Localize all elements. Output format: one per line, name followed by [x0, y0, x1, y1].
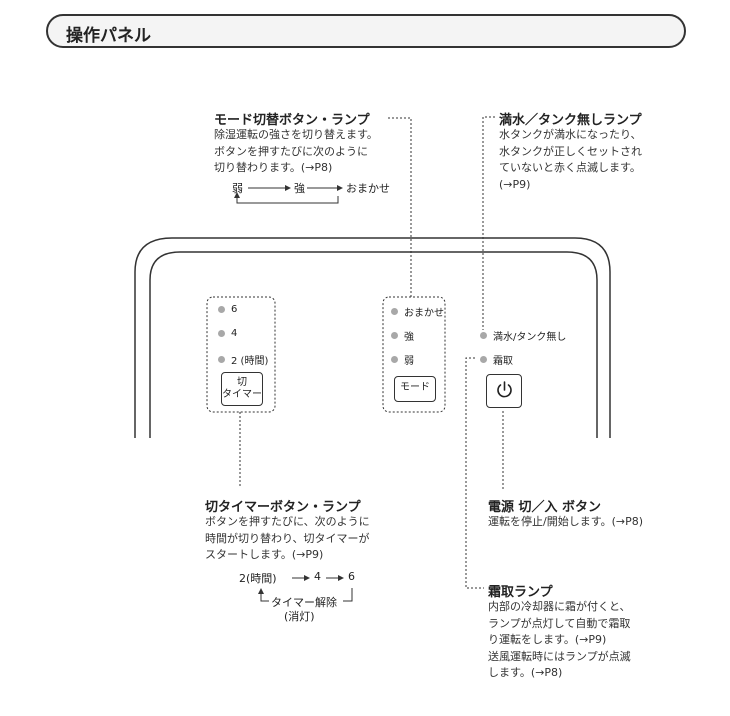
power-icon [496, 381, 512, 398]
defrost-callout-title: 霜取ランプ [488, 585, 553, 600]
power-callout-title: 電源 切／入 ボタン [488, 500, 602, 515]
timer-callout-title: 切タイマーボタン・ランプ [205, 500, 361, 515]
mode-callout-desc: 除湿運転の強さを切り替えます。 ボタンを押すたびに次のように 切り替わります。(… [214, 128, 378, 174]
power-callout-desc: 運転を停止/開始します。(→P8) [488, 515, 644, 528]
mode-seq-strong: 強 [294, 182, 305, 195]
mode-seq-weak: 弱 [232, 182, 243, 195]
tank-lamp: 満水/タンク無し [480, 328, 566, 343]
tank-callout-title: 満水／タンク無しランプ [499, 113, 642, 128]
lamp-dot [218, 330, 225, 337]
timer-release: タイマー解除 [271, 596, 337, 609]
timer-lamp-4: 4 [218, 328, 237, 339]
mode-lamp-weak: 弱 [391, 352, 414, 367]
mode-seq-auto: おまかせ [346, 182, 390, 195]
mode-button[interactable]: モード [394, 376, 436, 402]
mode-lamp-auto: おまかせ [391, 304, 444, 319]
timer-button[interactable]: 切 タイマー [221, 372, 263, 406]
power-button[interactable] [486, 374, 522, 408]
timer-lamp-6: 6 [218, 304, 237, 315]
lamp-dot [218, 306, 225, 313]
timer-seq-4: 4 [314, 570, 321, 583]
mode-lamp-strong: 強 [391, 328, 414, 343]
timer-lamp-2: 2 (時間) [218, 352, 268, 367]
defrost-callout-desc: 内部の冷却器に霜が付くと、 ランプが点灯して自動で霜取 り運転をします。(→P9… [488, 600, 631, 679]
timer-release-note: (消灯) [284, 610, 315, 623]
timer-seq-6: 6 [348, 570, 355, 583]
lamp-dot [391, 332, 398, 339]
section-header: 操作パネル [46, 14, 686, 48]
timer-callout-desc: ボタンを押すたびに、次のように 時間が切り替わり、切タイマーが スタートします。… [205, 515, 370, 561]
mode-callout-title: モード切替ボタン・ランプ [214, 113, 370, 128]
timer-seq-2h: 2(時間) [239, 572, 277, 585]
section-title: 操作パネル [66, 26, 151, 46]
lamp-dot [391, 356, 398, 363]
lamp-dot [391, 308, 398, 315]
tank-callout-desc: 水タンクが満水になったり、 水タンクが正しくセットされ ていないと赤く点滅します… [499, 128, 642, 191]
lamp-dot [480, 356, 487, 363]
lamp-dot [480, 332, 487, 339]
lamp-dot [218, 356, 225, 363]
defrost-lamp: 霜取 [480, 352, 513, 367]
